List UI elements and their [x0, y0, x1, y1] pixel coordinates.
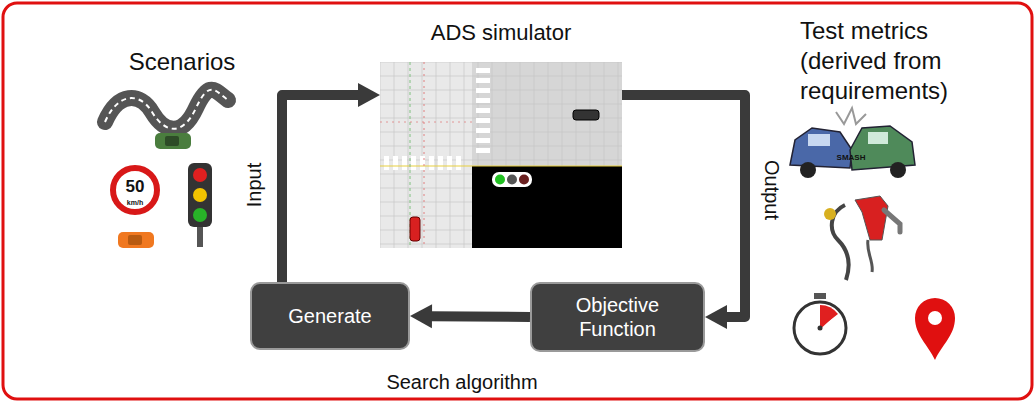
crash-text: SMASH	[837, 154, 866, 162]
traffic-light-icon	[188, 163, 212, 247]
stopwatch-icon	[794, 293, 846, 354]
sign-unit: km/h	[127, 199, 143, 206]
process-box: Objective Function	[530, 282, 705, 352]
edge-label: Input	[242, 163, 266, 207]
section-heading: Test metrics (derived from requirements)	[800, 16, 1005, 106]
caption-label: Search algorithm	[386, 370, 537, 395]
edge-label: Output	[760, 160, 784, 220]
node-heading: ADS simulator	[431, 20, 572, 46]
car-icon	[118, 232, 154, 248]
location-pin-icon	[915, 298, 955, 360]
frame	[3, 3, 1032, 399]
arrow-head	[705, 305, 727, 329]
crash-icon	[790, 108, 915, 178]
car-icon	[155, 133, 191, 149]
arrow-head	[358, 83, 380, 107]
box-label: Objective Function	[553, 293, 683, 341]
speed-sign	[113, 168, 157, 212]
fuel-nozzle-icon	[824, 196, 900, 280]
sign-number: 50	[126, 176, 145, 197]
box-label: Generate	[288, 304, 371, 328]
flow-arrow	[430, 311, 530, 322]
arrow-head	[410, 304, 432, 328]
road-icon	[105, 90, 228, 129]
section-heading: Scenarios	[129, 47, 236, 77]
process-box: Generate	[250, 282, 410, 350]
simulator-screenshot	[380, 62, 622, 248]
simulator-screen: ADS simulator	[380, 62, 622, 248]
